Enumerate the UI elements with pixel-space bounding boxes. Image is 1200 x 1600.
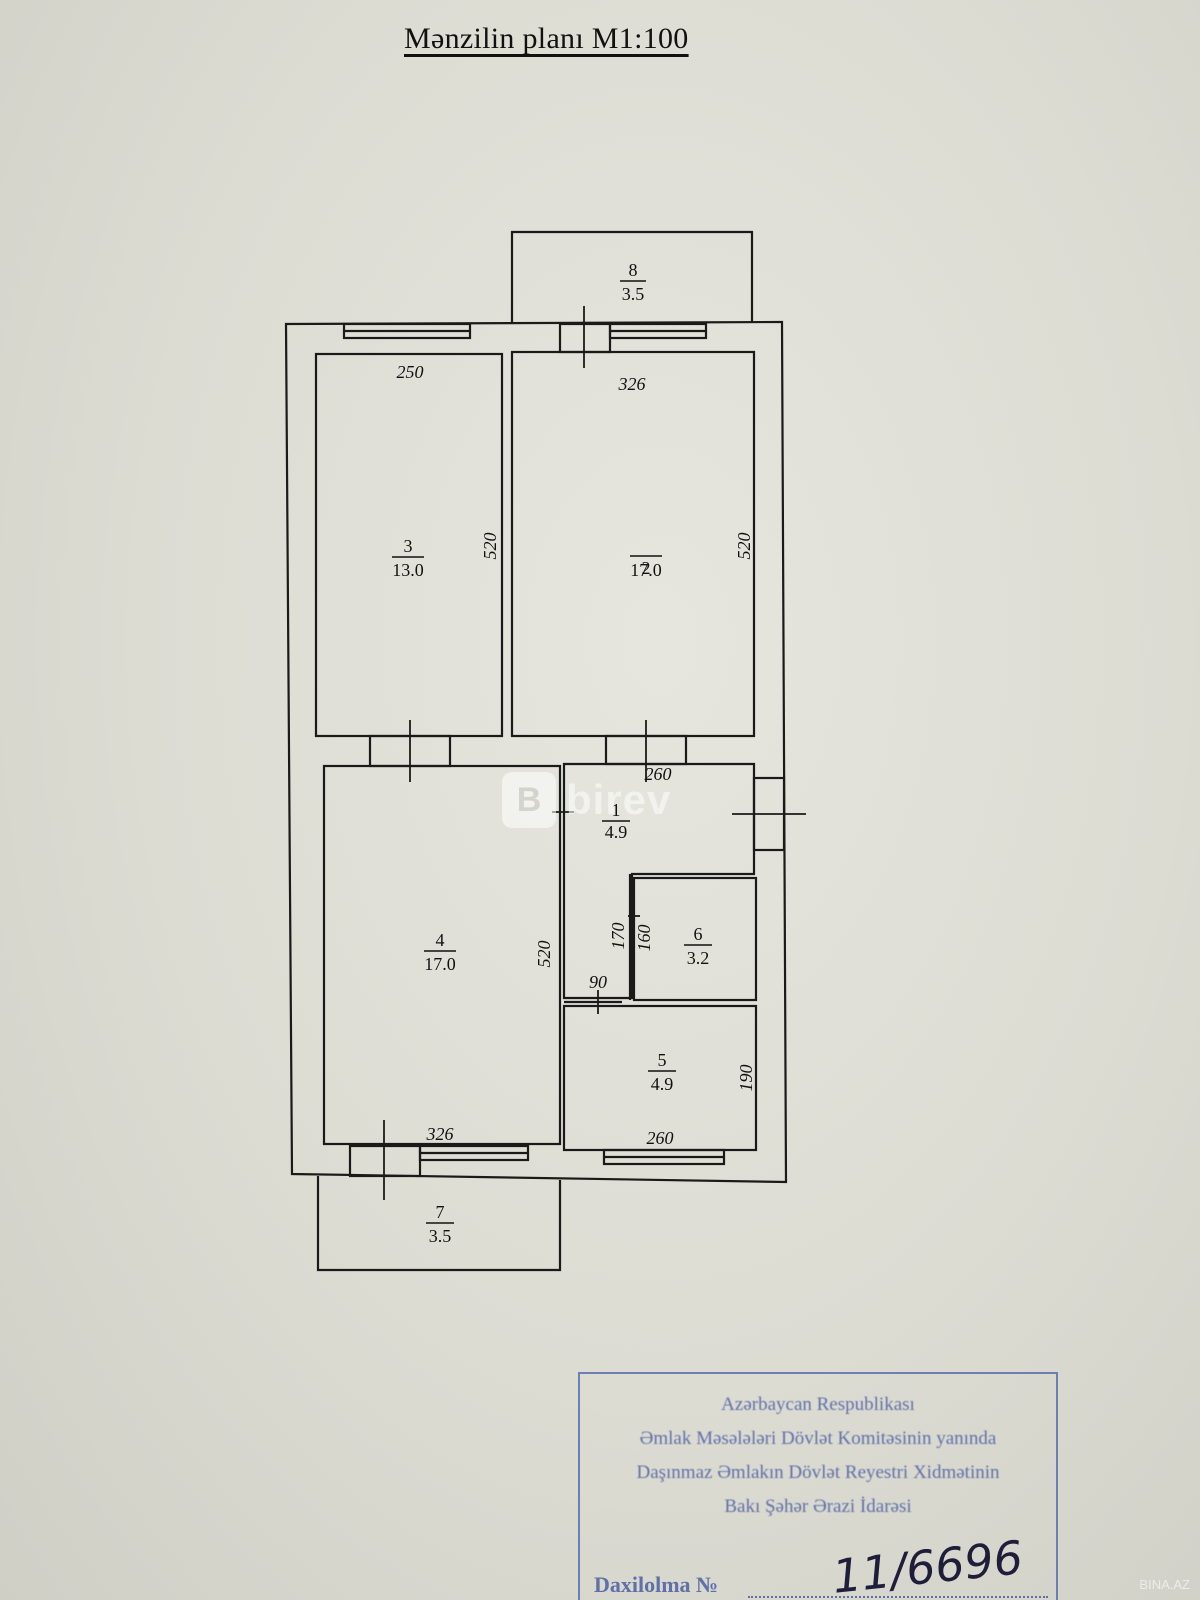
room-3-area: 13.0 — [392, 560, 424, 580]
door-balcony-7 — [348, 1144, 422, 1178]
dim-room5-length: 190 — [736, 1065, 756, 1092]
dim-room3-length: 520 — [480, 533, 500, 560]
room-2-area: 17.0 — [630, 560, 662, 580]
room-8-number: 8 — [629, 260, 638, 280]
room-4-number: 4 — [436, 930, 445, 950]
room-5-area: 4.9 — [651, 1074, 674, 1094]
room-6-area: 3.2 — [687, 948, 710, 968]
stamp-line-2: Əmlak Məsələləri Dövlət Komitəsinin yanı… — [639, 1428, 997, 1449]
room-2-outline — [510, 350, 756, 738]
balcony-7-outline — [316, 1176, 562, 1272]
room-6-outline — [632, 876, 758, 1002]
watermark-text: birev — [566, 776, 672, 823]
dim-room6-c: 90 — [589, 972, 607, 992]
dim-room2-width: 326 — [618, 374, 646, 394]
dim-room2-length: 520 — [734, 533, 754, 560]
room-4-area: 17.0 — [424, 954, 456, 974]
room-7-number: 7 — [436, 1202, 445, 1222]
watermark-logo-icon: B — [502, 772, 556, 828]
door-balcony-8 — [558, 322, 612, 354]
stamp-registration-label: Daxilolma № — [594, 1572, 719, 1597]
balcony-8-outline — [510, 230, 754, 324]
dim-room6-b: 160 — [634, 925, 654, 952]
dim-room6-a: 170 — [608, 923, 628, 950]
room-1-area: 4.9 — [605, 822, 628, 842]
dim-room3-width: 250 — [397, 362, 424, 382]
room-2-number: 2 — [642, 558, 651, 578]
room-1-number: 1 — [612, 800, 621, 820]
source-watermark: BINA.AZ — [1139, 1577, 1190, 1592]
room-7-area: 3.5 — [429, 1226, 452, 1246]
room-5-number: 5 — [658, 1050, 667, 1070]
room-6-number: 6 — [694, 924, 703, 944]
dim-room4-width: 326 — [426, 1124, 454, 1144]
dim-room4-length: 520 — [534, 941, 554, 968]
plan-title: Mənzilin planı M1:100 — [404, 22, 689, 55]
stamp-line-4: Bakı Şəhər Ərazi İdarəsi — [724, 1496, 912, 1517]
dim-room1-width: 260 — [645, 764, 672, 784]
stamp-line-3: Daşınmaz Əmlakın Dövlət Reyestri Xidməti… — [636, 1462, 1000, 1483]
stamp-line-1: Azərbaycan Respublikası — [721, 1394, 915, 1415]
stamp-dotted-line — [748, 1596, 1048, 1598]
room-8-area: 3.5 — [622, 284, 645, 304]
room-3-number: 3 — [404, 536, 413, 556]
watermark: B birev — [502, 772, 671, 828]
registry-stamp: Azərbaycan Respublikası Əmlak Məsələləri… — [578, 1372, 1058, 1600]
room-1-outline — [562, 762, 756, 1000]
outer-wall — [284, 320, 788, 1184]
dim-room5-width: 260 — [647, 1128, 674, 1148]
